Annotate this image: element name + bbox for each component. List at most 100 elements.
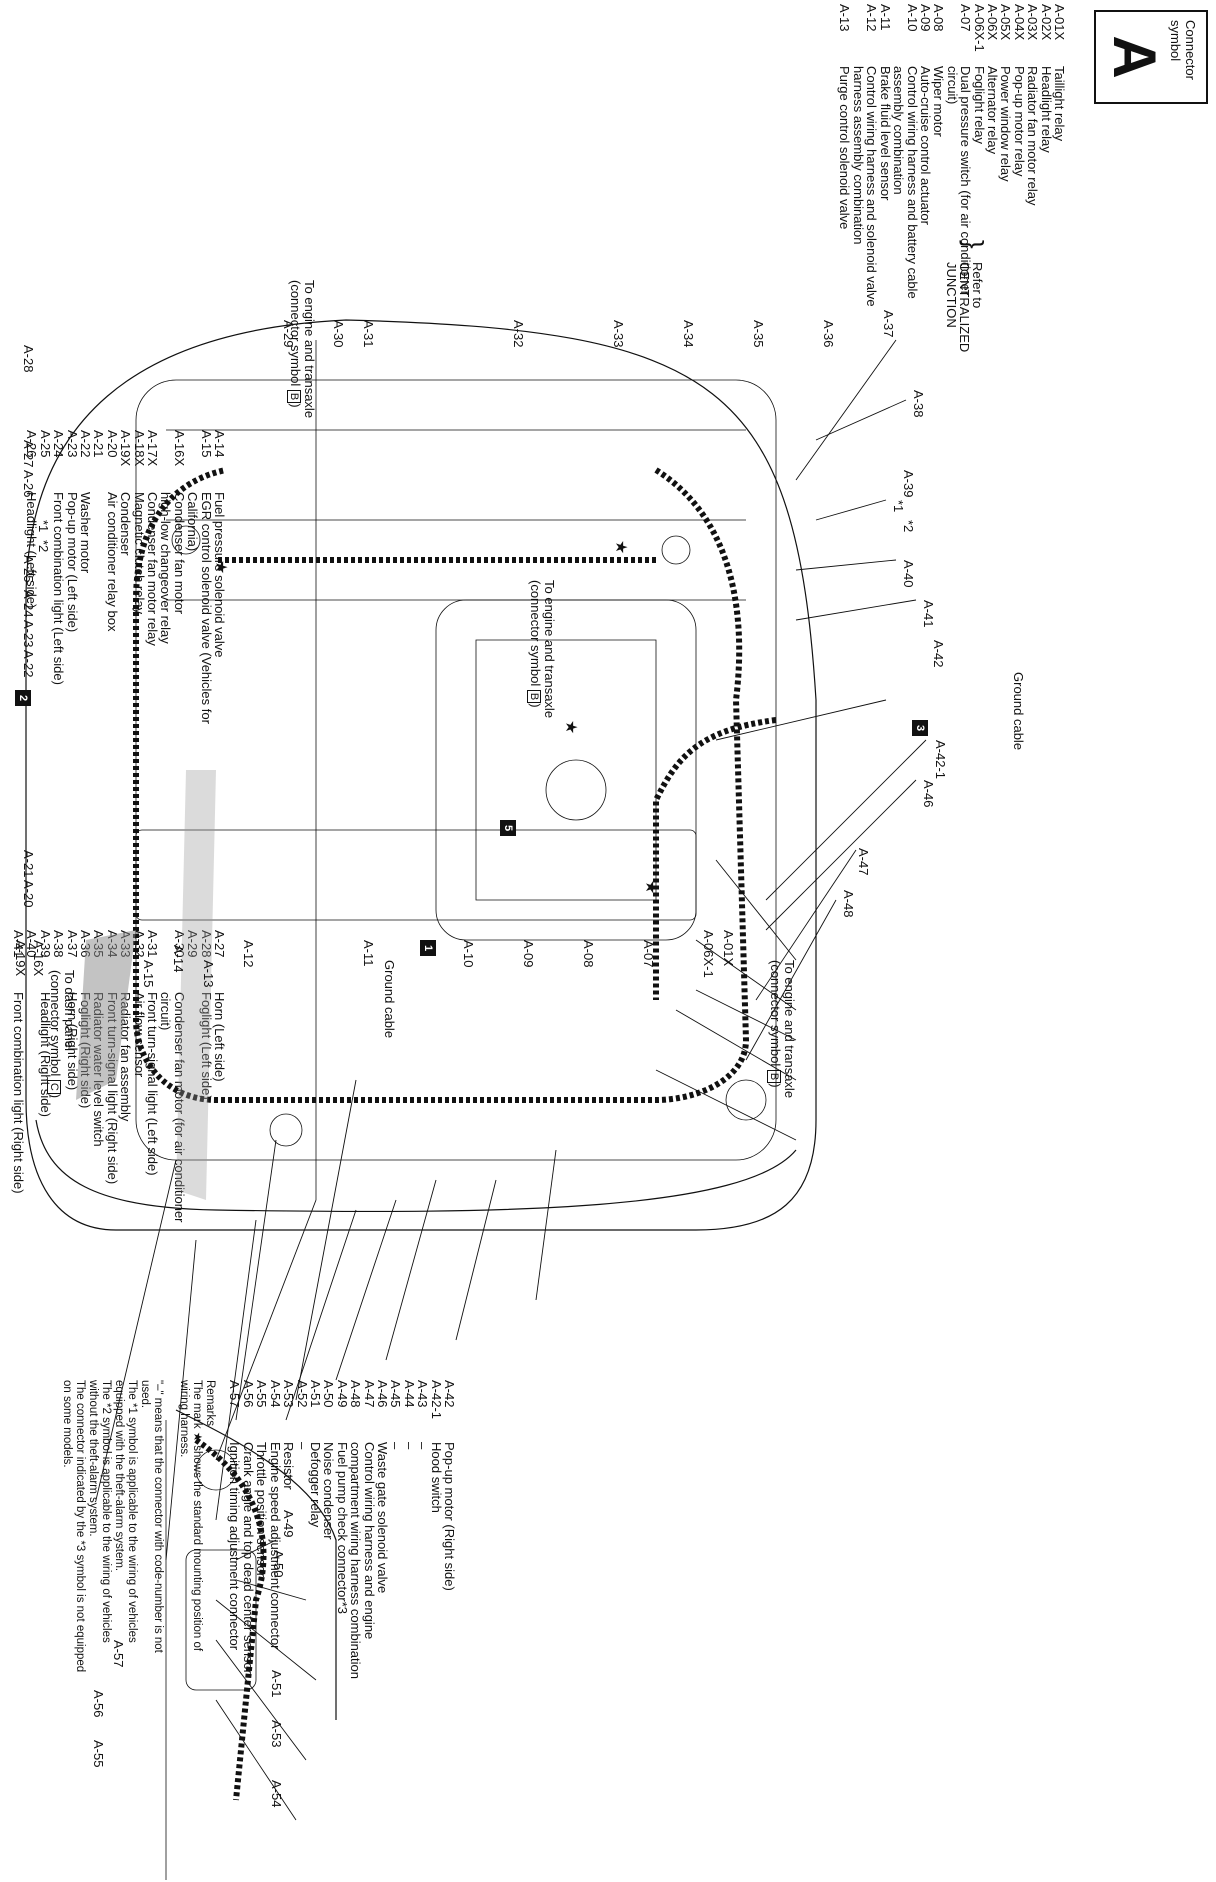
- callout-a33: A-33: [611, 320, 626, 348]
- badge-2: 2: [15, 690, 31, 706]
- callout-a42: A-42: [931, 640, 946, 668]
- note-dash-line1: To dash panel: [62, 970, 77, 1051]
- callout-a46: A-46: [921, 780, 936, 808]
- callout-a47: A-47: [856, 848, 871, 876]
- inset-diagram: [165, 1409, 337, 1880]
- engine-bay-frame: [135, 379, 777, 1161]
- badge-5: 5: [500, 820, 516, 836]
- note-engine-top-line2: (connector symbol B): [767, 960, 783, 1088]
- symbol-b-box: B: [527, 689, 541, 704]
- note-engine-bottom-line1: To engine and transaxle: [302, 280, 317, 419]
- callout-a39: A-39: [901, 470, 916, 498]
- note-dash-text: (connector symbol: [48, 970, 63, 1077]
- note-engine-top-text: (connector symbol: [768, 960, 783, 1067]
- callout-a54: A-54: [269, 1780, 284, 1808]
- callout-star2-top: *2: [901, 520, 916, 533]
- engine-harness: [653, 717, 777, 1000]
- callout-a16x: A-16X: [31, 940, 46, 977]
- callout-a21: A-21: [21, 850, 36, 878]
- callout-a26: A-26: [21, 470, 36, 498]
- note-engine-top-line1: To engine and transaxle: [782, 960, 797, 1099]
- callout-a41: A-41: [921, 600, 936, 628]
- callout-a14: A-14: [171, 945, 186, 973]
- bumper-outline: [35, 1119, 797, 1213]
- callout-a15: A-15: [141, 960, 156, 988]
- callout-star1-bottom: *1: [36, 520, 51, 533]
- engine-block: [435, 599, 697, 941]
- main-harness: [133, 467, 750, 1103]
- callout-a42-1: A-42-1: [933, 740, 948, 780]
- callout-a13: A-13: [201, 960, 216, 988]
- note-engine-mid-line1: To engine and transaxle: [542, 580, 557, 719]
- callout-a53: A-53: [269, 1720, 284, 1748]
- callout-a10: A-10: [461, 940, 476, 968]
- shaded-panel: [76, 930, 136, 1100]
- callout-a29: A-29: [281, 320, 296, 348]
- callout-a24: A-24: [21, 590, 36, 618]
- callout-a28: A-28: [21, 345, 36, 373]
- callout-a34: A-34: [681, 320, 696, 348]
- callout-a22: A-22: [21, 650, 36, 678]
- badge-3: 3: [912, 720, 928, 736]
- callout-a38: A-38: [911, 390, 926, 418]
- callout-a09: A-09: [521, 940, 536, 968]
- callout-a01x: A-01X: [721, 930, 736, 967]
- callout-a27: A-27: [21, 440, 36, 468]
- callout-a19x: A-19X: [13, 940, 28, 977]
- callout-a51: A-51: [269, 1670, 284, 1698]
- callout-a07: A-07: [641, 940, 656, 968]
- badge-1: 1: [420, 940, 436, 956]
- callout-a23: A-23: [21, 620, 36, 648]
- note-engine-bottom: To engine and transaxle (connector symbo…: [287, 280, 317, 419]
- air-cleaner: [545, 759, 607, 821]
- callout-a08: A-08: [581, 940, 596, 968]
- callout-a12: A-12: [241, 940, 256, 968]
- callout-a56: A-56: [91, 1690, 106, 1718]
- symbol-c-box: C: [47, 1079, 61, 1094]
- symbol-b-box: B: [287, 389, 301, 404]
- headlight-right: [661, 535, 691, 565]
- mount-star: ★: [562, 720, 579, 734]
- callout-a50: A-50: [271, 1550, 286, 1578]
- mount-star: ★: [212, 560, 229, 574]
- callout-star1-top: *1: [891, 500, 906, 513]
- note-engine-mid: To engine and transaxle (connector symbo…: [527, 580, 557, 719]
- callout-a31: A-31: [361, 320, 376, 348]
- fluid-tank: [269, 1113, 303, 1147]
- note-engine-bottom-line2: (connector symbol B): [287, 280, 303, 408]
- callout-a25: A-25: [21, 555, 36, 583]
- mount-star: ★: [612, 540, 629, 554]
- callout-star2-bottom: *2: [36, 540, 51, 553]
- callout-a49: A-49: [281, 1510, 296, 1538]
- leader-lines: [95, 339, 927, 1561]
- symbol-b-box: B: [767, 1069, 781, 1084]
- callout-a30: A-30: [331, 320, 346, 348]
- callout-a37: A-37: [881, 310, 896, 338]
- note-engine-mid-text: (connector symbol: [528, 580, 543, 687]
- body-outline: [25, 319, 817, 1231]
- callout-a06x-1: A-06X-1: [701, 930, 716, 978]
- note-dash-line2: (connector symbol C): [47, 970, 63, 1099]
- radiator: [135, 829, 697, 921]
- bay-rails: [166, 429, 746, 601]
- mount-star: ★: [642, 880, 659, 894]
- callout-a57: A-57: [111, 1640, 126, 1668]
- callout-a35: A-35: [751, 320, 766, 348]
- valve-cover: [475, 639, 657, 901]
- callout-a36: A-36: [821, 320, 836, 348]
- headlight-left: [171, 525, 201, 555]
- callout-a32: A-32: [511, 320, 526, 348]
- shaded-cowl: [176, 770, 216, 1200]
- note-dash-panel: To dash panel (connector symbol C): [47, 970, 77, 1099]
- callout-ground-cable-right: Ground cable: [382, 960, 397, 1039]
- callout-a55: A-55: [91, 1740, 106, 1768]
- callout-a40: A-40: [901, 560, 916, 588]
- callout-a11: A-11: [361, 940, 376, 967]
- reservoir: [725, 1079, 767, 1121]
- callout-a20: A-20: [21, 880, 36, 908]
- callout-a48: A-48: [841, 890, 856, 918]
- note-engine-mid-line2: (connector symbol B): [527, 580, 543, 708]
- callout-ground-cable-top: Ground cable: [1011, 672, 1026, 751]
